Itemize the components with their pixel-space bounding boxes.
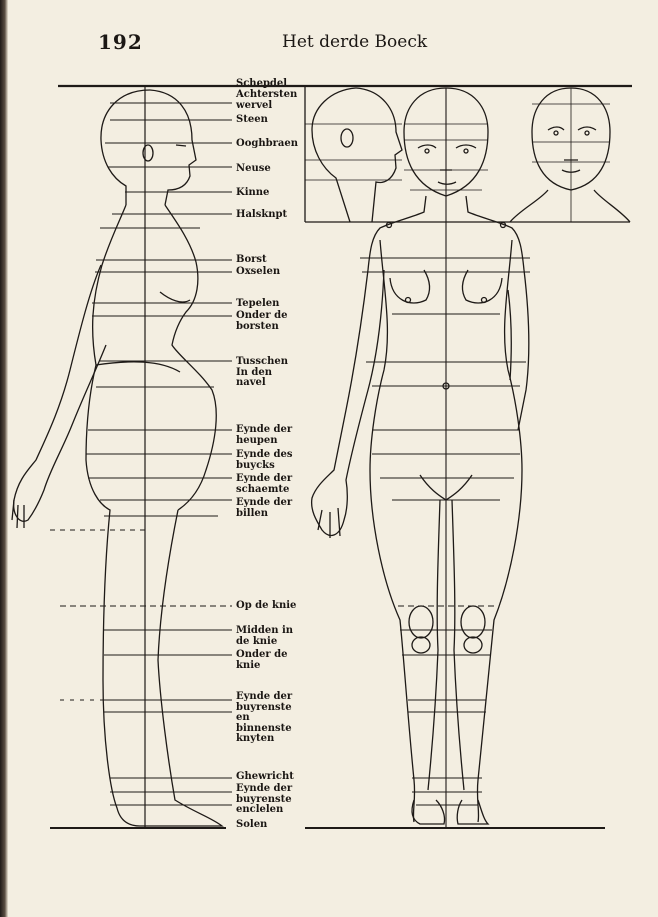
head-studies <box>305 86 630 828</box>
side-measure-lines <box>50 103 232 805</box>
side-figure <box>12 86 222 828</box>
front-figure <box>312 196 529 824</box>
